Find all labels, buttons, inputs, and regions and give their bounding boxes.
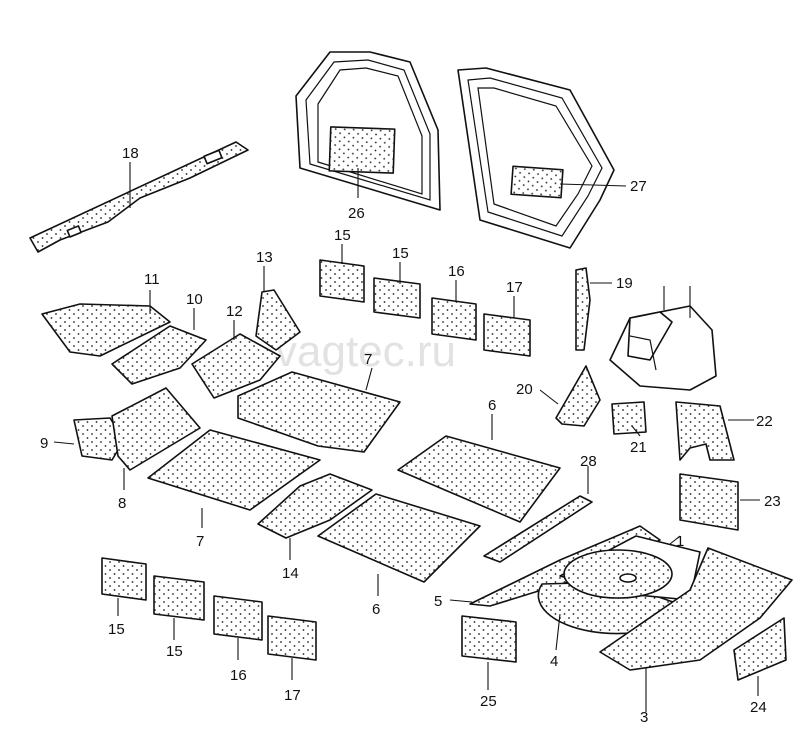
callout-6-lower: 6 xyxy=(372,601,380,618)
part-26-front-door[interactable] xyxy=(295,51,441,211)
part-28-strip[interactable] xyxy=(483,495,593,563)
callout-15-lower-a: 15 xyxy=(108,621,125,638)
part-6-mat-upper[interactable] xyxy=(397,435,561,523)
part-21-panel[interactable] xyxy=(611,401,647,435)
part-16-pad-lower[interactable] xyxy=(213,595,263,641)
part-15-pad-lower-b[interactable] xyxy=(153,575,205,621)
callout-8: 8 xyxy=(118,495,126,512)
part-3-rear-panel[interactable] xyxy=(599,547,793,671)
part-6-mat-lower[interactable] xyxy=(317,493,481,583)
callout-20: 20 xyxy=(516,381,533,398)
part-15-pad-upper-b[interactable] xyxy=(373,277,421,319)
part-15-pad-lower-a[interactable] xyxy=(101,557,147,601)
wheel-housing[interactable] xyxy=(609,286,717,391)
callout-7-upper: 7 xyxy=(364,351,372,368)
part-10-panel[interactable] xyxy=(111,325,207,385)
part-5-panel[interactable] xyxy=(469,525,661,607)
part-27-rear-door[interactable] xyxy=(457,67,615,249)
part-12-panel[interactable] xyxy=(191,333,281,399)
callout-22: 22 xyxy=(756,413,773,430)
part-7-mat-lower[interactable] xyxy=(147,429,321,511)
part-1-floor-panel[interactable] xyxy=(559,535,701,601)
callout-5: 5 xyxy=(434,593,442,610)
part-14-panel[interactable] xyxy=(257,473,373,539)
callout-15-upper-b: 15 xyxy=(392,245,409,262)
callout-21: 21 xyxy=(630,439,647,456)
callout-10: 10 xyxy=(186,291,203,308)
callout-23: 23 xyxy=(764,493,781,510)
part-8-panel[interactable] xyxy=(111,387,201,471)
part-17-pad-upper[interactable] xyxy=(483,313,531,357)
callout-26: 26 xyxy=(348,205,365,222)
part-7-mat-upper[interactable] xyxy=(237,371,401,453)
part-16-pad-upper[interactable] xyxy=(431,297,477,341)
callout-4: 4 xyxy=(550,653,558,670)
callout-12: 12 xyxy=(226,303,243,320)
part-20-panel[interactable] xyxy=(555,365,601,427)
part-13-panel[interactable] xyxy=(255,289,301,351)
part-18-strip[interactable] xyxy=(29,141,249,253)
callout-19: 19 xyxy=(616,275,633,292)
callout-13: 13 xyxy=(256,249,273,266)
part-15-pad-upper-a[interactable] xyxy=(319,259,365,303)
callout-27: 27 xyxy=(630,178,647,195)
callout-9: 9 xyxy=(40,435,48,452)
part-17-pad-lower[interactable] xyxy=(267,615,317,661)
part-23-pad[interactable] xyxy=(679,473,739,531)
leader-lines xyxy=(53,162,760,712)
callout-16-upper: 16 xyxy=(448,263,465,280)
callout-24: 24 xyxy=(750,699,767,716)
part-9-panel[interactable] xyxy=(73,417,125,461)
callout-labels: 18 26 27 11 10 12 13 15 15 16 17 19 7 9 … xyxy=(40,145,781,726)
callout-17-lower: 17 xyxy=(284,687,301,704)
callout-7-lower: 7 xyxy=(196,533,204,550)
callout-6-upper: 6 xyxy=(488,397,496,414)
part-22-panel[interactable] xyxy=(675,401,735,461)
callout-3: 3 xyxy=(640,709,648,724)
callout-18: 18 xyxy=(122,145,139,162)
part-11-panel[interactable] xyxy=(41,303,171,357)
callout-15-lower-b: 15 xyxy=(166,643,183,660)
callout-16-lower: 16 xyxy=(230,667,247,684)
callout-28: 28 xyxy=(580,453,597,470)
part-25-pad[interactable] xyxy=(461,615,517,663)
callout-1: 1 xyxy=(676,533,684,550)
part-24-pad[interactable] xyxy=(733,617,787,681)
callout-11: 11 xyxy=(144,271,160,288)
callout-17-upper: 17 xyxy=(506,279,523,296)
watermark: vagtec.ru xyxy=(275,327,456,376)
callout-14: 14 xyxy=(282,565,299,582)
callout-15-upper-a: 15 xyxy=(334,227,351,244)
part-19-strip[interactable] xyxy=(575,267,591,351)
callout-25: 25 xyxy=(480,693,497,710)
